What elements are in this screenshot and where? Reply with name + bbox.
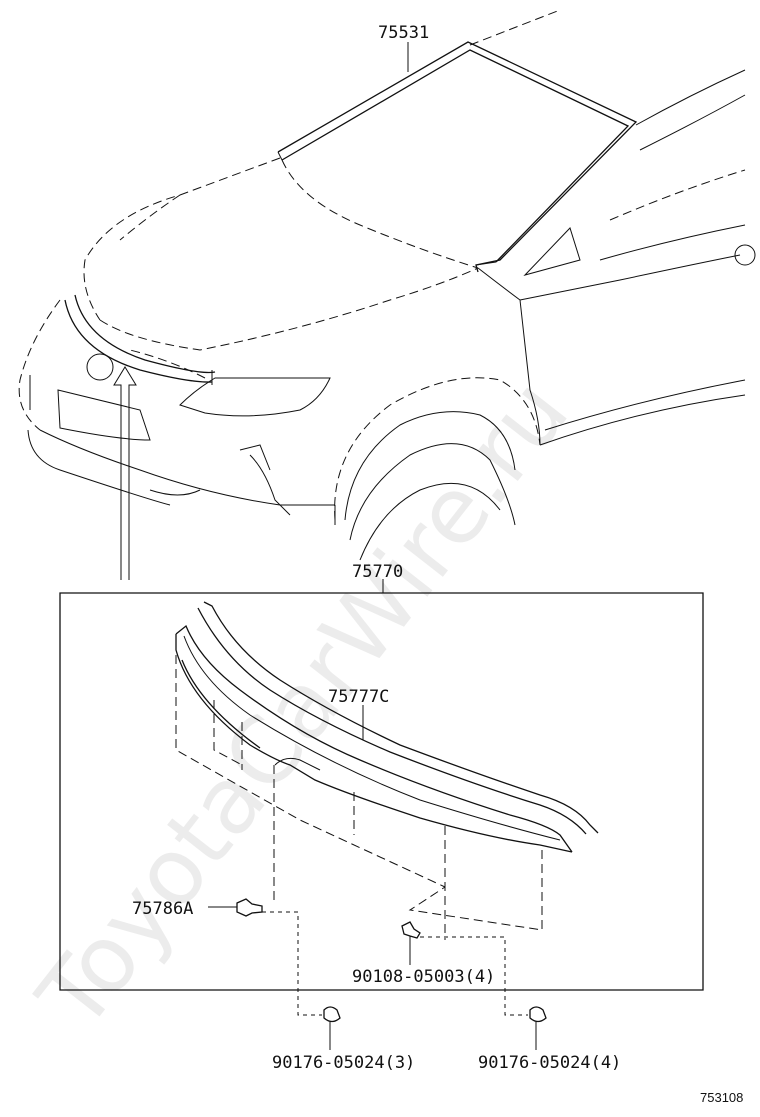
label-90176-05024-right: 90176-05024(4) [478,1053,621,1073]
car-outline [18,9,756,561]
label-90108-05003: 90108-05003(4) [352,967,495,987]
hidden-lines [175,655,543,1016]
location-arrow [113,366,137,580]
label-75531: 75531 [378,23,429,43]
assembly-box [59,579,704,991]
label-75777c: 75777C [328,687,389,707]
label-90176-05024-left: 90176-05024(3) [272,1053,415,1073]
nut-left [323,1006,341,1050]
label-75770: 75770 [352,562,403,582]
screw-90108 [401,921,421,965]
clip-75786a [208,898,263,917]
watermark: ToyotaCarWire.ru [17,360,589,1050]
label-75786a: 75786A [132,899,193,919]
windshield-molding [277,41,638,273]
hood-molding-part [175,601,599,853]
diagram-number: 753108 [700,1090,743,1105]
nut-right [529,1006,547,1050]
hood-molding-on-car [64,294,216,383]
